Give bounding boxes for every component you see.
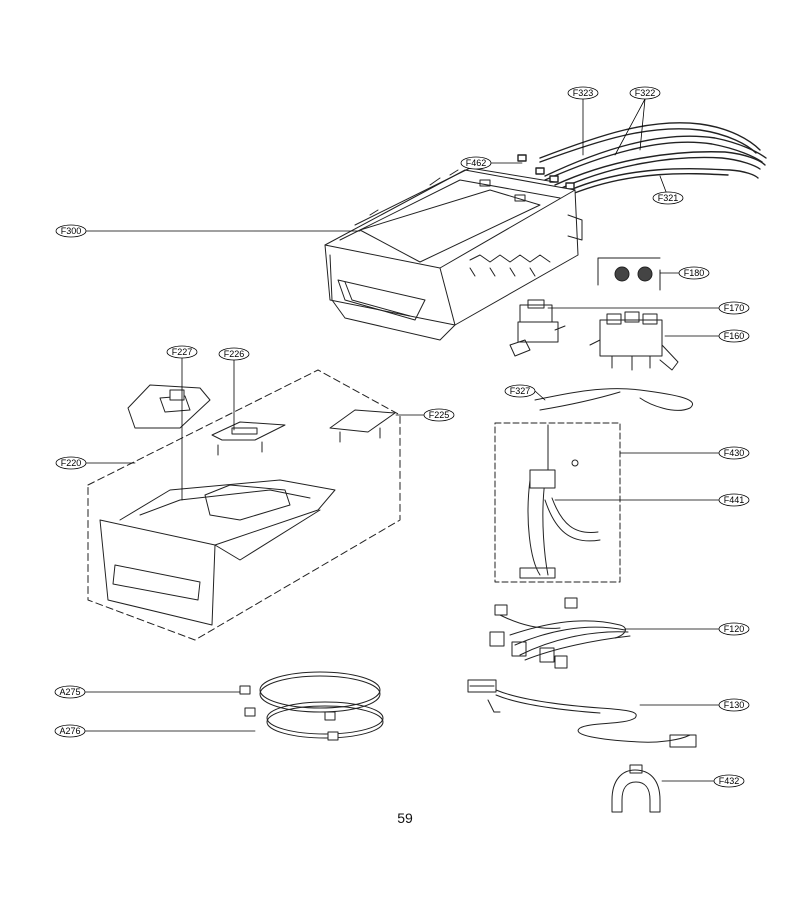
- callout-labels: F323 F322 F462 F321 F300 F180 F170 F160 …: [54, 86, 750, 788]
- svg-text:F321: F321: [658, 193, 679, 203]
- single-inlet-valve-illustration: [509, 299, 566, 357]
- callout-f120: F120: [718, 622, 750, 636]
- svg-text:F327: F327: [510, 386, 531, 396]
- svg-text:F220: F220: [61, 458, 82, 468]
- callout-f300: F300: [55, 224, 87, 238]
- hose-clip-illustration: [611, 764, 661, 813]
- callout-f322: F322: [629, 86, 661, 100]
- callout-f225: F225: [423, 408, 455, 422]
- callout-f220: F220: [55, 456, 87, 470]
- svg-text:F441: F441: [724, 495, 745, 505]
- svg-text:F300: F300: [61, 226, 82, 236]
- svg-text:F130: F130: [724, 700, 745, 710]
- callout-f321: F321: [652, 191, 684, 205]
- callout-f323: F323: [567, 86, 599, 100]
- wire-harness-f130-illustration: [467, 679, 697, 748]
- callout-f327: F327: [504, 384, 536, 398]
- wire-harness-f120-illustration: [489, 597, 631, 669]
- callout-f226: F226: [218, 347, 250, 361]
- svg-text:F160: F160: [724, 331, 745, 341]
- water-level-hose-assembly-illustration: [494, 422, 621, 583]
- svg-text:A275: A275: [59, 687, 80, 697]
- callout-f180: F180: [678, 266, 710, 280]
- callout-a276: A276: [54, 724, 86, 738]
- callout-f432: F432: [713, 774, 745, 788]
- dispenser-cap-parts-illustration: [127, 384, 396, 456]
- svg-text:F323: F323: [573, 88, 594, 98]
- callout-f170: F170: [718, 301, 750, 315]
- dispenser-housing-illustration: [324, 167, 583, 341]
- drain-hoses-illustration: [239, 671, 384, 741]
- svg-text:F430: F430: [724, 448, 745, 458]
- wire-harness-f327-illustration: [534, 388, 693, 411]
- callout-a275: A275: [54, 685, 86, 699]
- page-number: 59: [397, 810, 413, 826]
- detergent-drawer-illustration: [87, 369, 401, 641]
- triple-inlet-valve-illustration: [589, 311, 679, 371]
- callout-f227: F227: [166, 345, 198, 359]
- svg-text:F462: F462: [466, 158, 487, 168]
- svg-text:F226: F226: [224, 349, 245, 359]
- callout-f462: F462: [460, 156, 492, 170]
- callout-f441: F441: [718, 493, 750, 507]
- svg-text:F170: F170: [724, 303, 745, 313]
- svg-text:A276: A276: [59, 726, 80, 736]
- callout-f130: F130: [718, 698, 750, 712]
- valve-caps-illustration: [597, 257, 661, 291]
- callout-f160: F160: [718, 329, 750, 343]
- svg-text:F227: F227: [172, 347, 193, 357]
- svg-text:F322: F322: [635, 88, 656, 98]
- svg-text:F180: F180: [684, 268, 705, 278]
- svg-text:F225: F225: [429, 410, 450, 420]
- inlet-hoses-illustration: [517, 122, 767, 195]
- svg-text:F120: F120: [724, 624, 745, 634]
- callout-f430: F430: [718, 446, 750, 460]
- leader-lines: [84, 98, 721, 782]
- svg-text:F432: F432: [719, 776, 740, 786]
